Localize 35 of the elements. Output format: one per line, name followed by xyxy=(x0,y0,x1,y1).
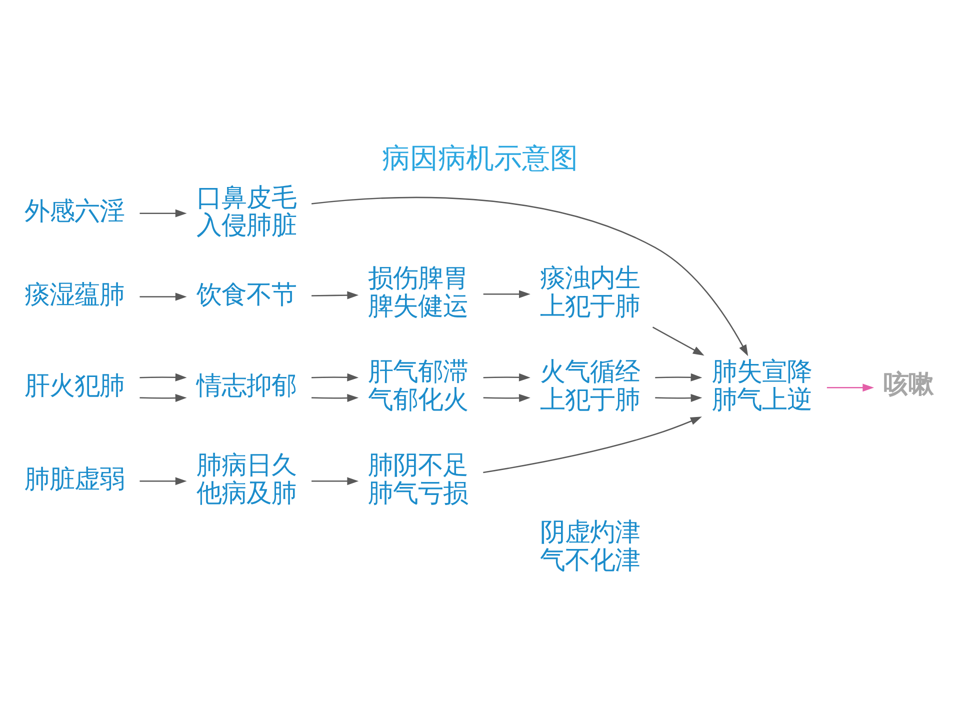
node-text: 肝气郁滞 气郁化火 xyxy=(368,356,468,414)
arrow xyxy=(652,326,704,356)
arrow xyxy=(483,416,702,473)
arrow xyxy=(312,393,359,402)
node-text: 咳嗽 xyxy=(884,369,934,398)
node-text: 肺失宣降 肺气上逆 xyxy=(712,356,812,414)
arrow xyxy=(140,372,187,381)
arrow xyxy=(826,383,874,392)
arrow xyxy=(483,372,530,381)
node-text: 肺病日久 他病及肺 xyxy=(196,450,296,507)
arrow xyxy=(312,372,359,381)
node-text: 肝火犯肺 xyxy=(24,370,125,400)
arrow xyxy=(483,393,530,402)
arrow xyxy=(312,290,359,299)
arrow xyxy=(655,372,702,381)
node-text: 肺阴不足 肺气亏损 xyxy=(368,450,468,507)
node-text: 外感六淫 xyxy=(24,196,125,226)
arrow xyxy=(140,476,187,485)
node-text: 痰湿蕴肺 xyxy=(24,280,125,309)
arrow xyxy=(311,196,748,356)
node-text: 饮食不节 xyxy=(196,280,296,309)
arrow xyxy=(140,208,187,217)
node-text: 情志抑郁 xyxy=(196,370,296,400)
node-text: 肺脏虚弱 xyxy=(24,464,125,493)
arrow xyxy=(483,290,530,298)
node-text: 痰浊内生 上犯于肺 xyxy=(540,263,640,320)
node-text: 阴虚灼津 气不化津 xyxy=(540,517,640,574)
node-text: 火气循经 上犯于肺 xyxy=(540,356,640,414)
arrow xyxy=(140,393,187,402)
diagram-title: 病因病机示意图 xyxy=(382,140,578,174)
arrow xyxy=(140,292,187,300)
arrow xyxy=(655,393,702,402)
node-text: 口鼻皮毛 入侵肺脏 xyxy=(196,182,296,240)
arrow xyxy=(312,476,359,485)
node-text: 损伤脾胃 脾失健运 xyxy=(368,263,468,320)
